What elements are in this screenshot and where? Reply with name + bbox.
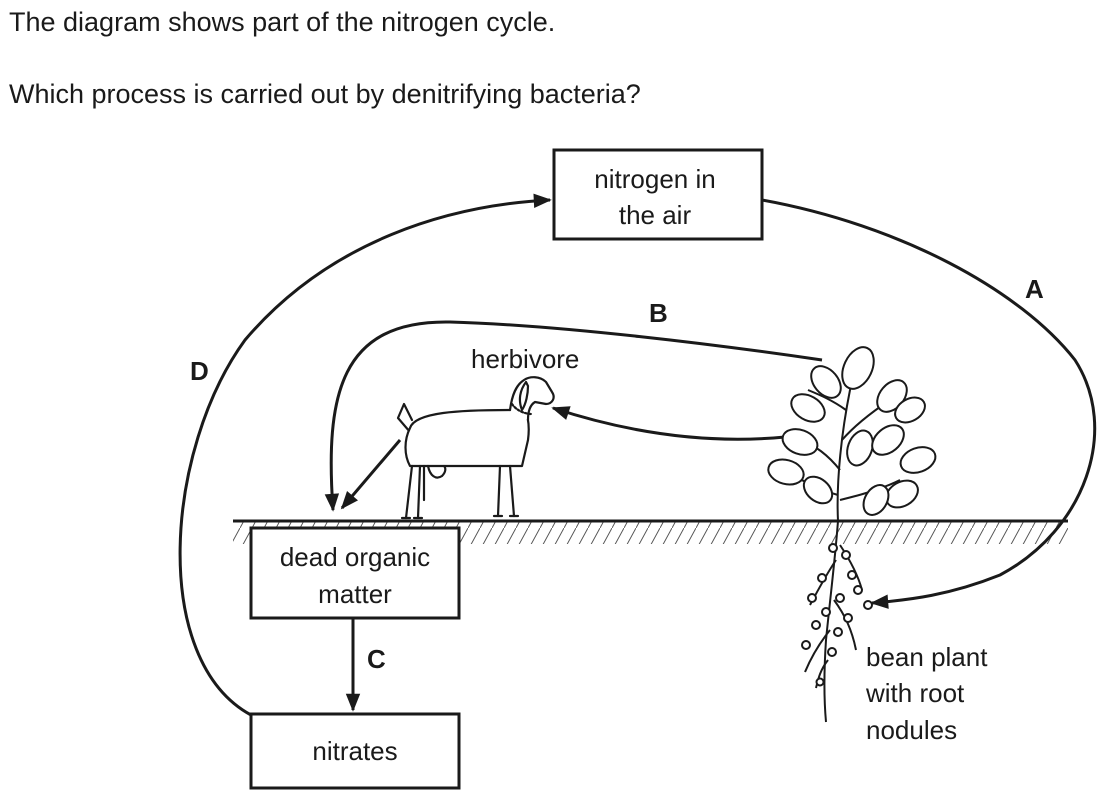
arrow-b [324, 320, 823, 512]
arrow-a [761, 198, 1097, 609]
bean-plant-illustration [767, 346, 937, 723]
bean-plant-label-line-2: with root [865, 678, 965, 708]
arrow-plant-to-herbivore [551, 406, 786, 441]
dead-organic-line-2: matter [318, 579, 392, 609]
process-label-b: B [649, 298, 668, 328]
arrow-herbivore-to-dead-matter [340, 439, 402, 510]
bean-plant-label-line-1: bean plant [866, 642, 988, 672]
bean-plant-label-line-3: nodules [866, 715, 957, 745]
air-box-line-1: nitrogen in [594, 164, 715, 194]
process-label-a: A [1025, 274, 1044, 304]
nitrogen-in-air-box: nitrogen in the air [552, 148, 764, 241]
dead-organic-matter-box: dead organic matter [249, 526, 461, 620]
nitrates-box: nitrates [249, 712, 461, 790]
process-label-d: D [190, 356, 209, 386]
nitrates-box-label: nitrates [312, 736, 397, 766]
process-label-c: C [367, 644, 386, 674]
question-prompt: Which process is carried out by denitrif… [9, 79, 641, 109]
air-box-line-2: the air [619, 200, 692, 230]
arrow-d [178, 193, 552, 717]
goat-illustration [396, 376, 555, 520]
dead-organic-line-1: dead organic [280, 542, 430, 572]
herbivore-label: herbivore [471, 344, 579, 374]
question-intro: The diagram shows part of the nitrogen c… [9, 7, 556, 37]
bean-plant-label: bean plant with root nodules [865, 642, 988, 745]
